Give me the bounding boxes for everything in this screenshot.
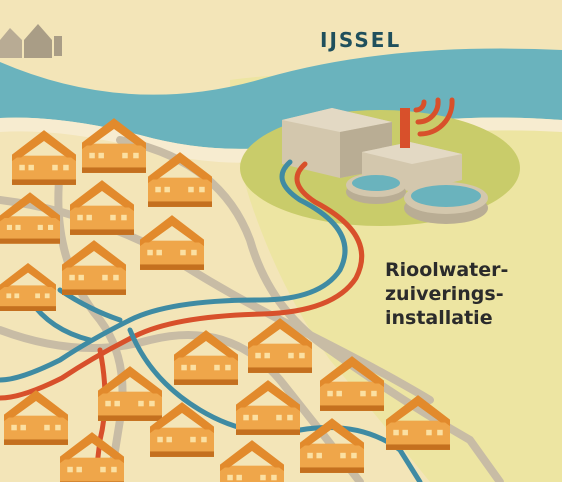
plant-label: Rioolwater- zuiverings- installatie [385, 258, 555, 330]
plant-label-line-3: installatie [385, 307, 493, 329]
wifi-signal-icon [413, 97, 455, 137]
distant-town [0, 24, 62, 58]
north-bank [0, 0, 562, 88]
plant-label-line-2: zuiverings- [385, 283, 504, 305]
chimney [400, 108, 410, 148]
river-water [0, 48, 562, 149]
treatment-plant [282, 108, 488, 224]
river-label: IJSSEL [320, 28, 402, 52]
plant-label-line-1: Rioolwater- [385, 259, 509, 281]
